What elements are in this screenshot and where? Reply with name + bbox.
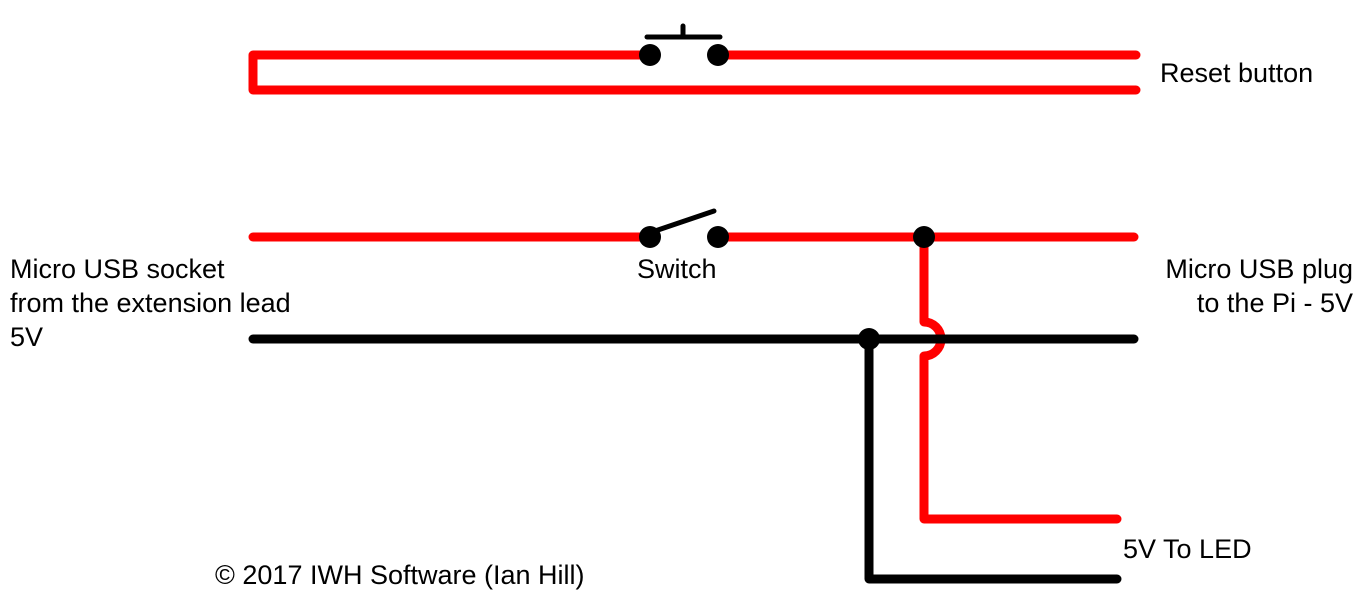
copyright-label: © 2017 IWH Software (Ian Hill) <box>215 560 585 590</box>
led-ground-wire <box>864 334 1122 584</box>
socket-label-line3: 5V <box>10 322 44 352</box>
switch-contact-left <box>639 226 661 248</box>
reset-wire-top <box>248 50 1141 95</box>
led-label: 5V To LED <box>1123 534 1252 564</box>
ground-junction <box>858 328 880 350</box>
switch-lever <box>652 208 717 234</box>
socket-label-line1: Micro USB socket <box>10 254 225 284</box>
power-junction <box>913 226 935 248</box>
reset-button-actuator <box>644 23 723 40</box>
switch-label: Switch <box>637 254 717 284</box>
led-power-wire <box>919 232 1122 524</box>
switch-contact-right <box>707 226 729 248</box>
plug-label-line2: to the Pi - 5V <box>1196 288 1353 318</box>
reset-button-label: Reset button <box>1160 58 1314 88</box>
reset-button-contact-left <box>639 44 661 66</box>
socket-label-line2: from the extension lead <box>10 288 291 318</box>
plug-label-line1: Micro USB plug <box>1165 254 1353 284</box>
reset-button-contact-right <box>707 44 729 66</box>
